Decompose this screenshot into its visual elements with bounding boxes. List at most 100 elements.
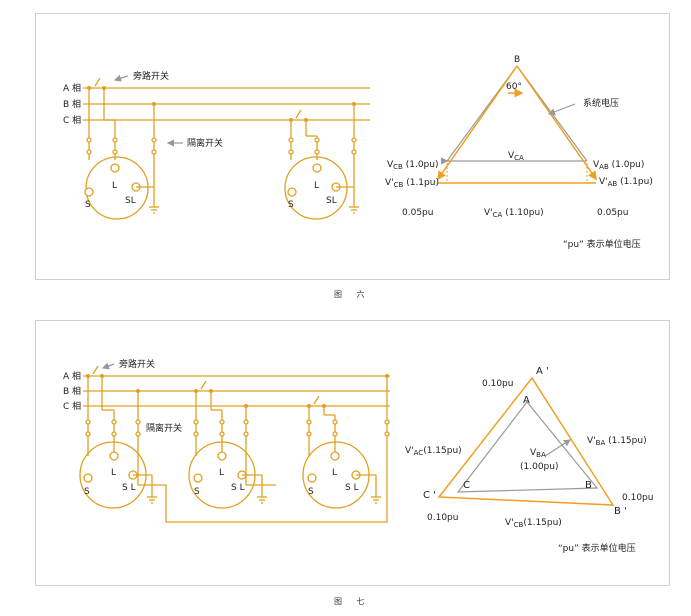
isolating-switch-contact xyxy=(243,431,249,437)
terminal-sl-label: SL xyxy=(326,196,337,206)
isolating-switch-contact xyxy=(135,431,141,437)
isolating-switch-contact xyxy=(306,419,312,425)
v-ba-label: VBA xyxy=(530,448,546,459)
isolating-switch-label: 隔离开关 xyxy=(187,137,223,149)
bypass-switch-label: 旁路开关 xyxy=(133,70,169,82)
v-ab-prime-label: V'AB (1.1pu) xyxy=(599,177,653,188)
isolating-switch-contact xyxy=(111,431,117,437)
isolating-switch-contact xyxy=(219,431,225,437)
terminal-s-label: S xyxy=(84,487,90,497)
phase-a-label: A 相 xyxy=(63,82,81,94)
isolating-switch-contact xyxy=(86,137,92,143)
v-ba-prime-label: V'BA (1.15pu) xyxy=(587,436,647,447)
figure-6-caption: 图 六 xyxy=(334,290,371,299)
vertex-b-label: B xyxy=(585,480,592,491)
isolating-switch-contact xyxy=(288,149,294,155)
terminal-s-label: S xyxy=(85,200,91,210)
figure-7-phasor-diagram: A ' A 0.10pu B B ' 0.10pu C C ' 0.10pu V… xyxy=(405,366,653,554)
bypass-switch-blade xyxy=(313,395,320,405)
common-loop-wire xyxy=(138,484,388,523)
phase-b-label: B 相 xyxy=(63,385,81,397)
vertex-a-label: A xyxy=(523,395,530,406)
isolating-switch-contact xyxy=(351,149,357,155)
terminal-l xyxy=(217,451,227,461)
v-ab-label: VAB (1.0pu) xyxy=(593,160,644,171)
system-voltage-pointer xyxy=(547,103,576,116)
v-ca-prime-label: V'CA (1.10pu) xyxy=(484,208,544,219)
terminal-sl-label: SL xyxy=(125,196,136,206)
isolating-switch-contact xyxy=(111,419,117,425)
terminal-s xyxy=(307,473,317,483)
isolating-switch-contact xyxy=(135,419,141,425)
phasor-cb-prime xyxy=(437,65,518,181)
terminal-l-label: L xyxy=(332,468,337,478)
bypass-switch-pointer xyxy=(113,74,129,82)
isolating-switch-label: 隔离开关 xyxy=(146,422,182,434)
terminal-sl-label: S L xyxy=(122,483,136,493)
vertex-b-label: B xyxy=(514,55,520,65)
angle-label: 60° xyxy=(506,82,522,92)
vertex-a-prime-label: A ' xyxy=(536,366,549,377)
isolating-switch-contact xyxy=(112,137,118,143)
vertex-c-prime-label: C ' xyxy=(423,490,436,501)
isolating-switch-contact xyxy=(351,137,357,143)
phase-c-label: C 相 xyxy=(63,114,81,126)
isolating-switch-contact xyxy=(112,149,118,155)
bypass-switch-blade xyxy=(92,365,99,375)
isolating-switch-contact xyxy=(314,137,320,143)
terminal-l-label: L xyxy=(111,468,116,478)
phasor-ab-prime xyxy=(516,65,597,181)
pu-note: “pu” 表示单位电压 xyxy=(558,542,636,554)
isolating-switch-contact xyxy=(288,137,294,143)
junction-dot xyxy=(102,86,106,90)
shifted-triangle xyxy=(437,376,615,506)
pu-note: “pu” 表示单位电压 xyxy=(563,238,641,250)
right-offset-label: 0.10pu xyxy=(622,493,653,503)
phase-b-label: B 相 xyxy=(63,98,81,110)
terminal-l xyxy=(312,163,322,173)
isolating-switch-contact xyxy=(332,419,338,425)
isolating-switch-contact xyxy=(193,431,199,437)
terminal-l-label: L xyxy=(112,181,117,191)
vertex-b-prime-label: B ' xyxy=(614,506,627,517)
isolating-switch-contact xyxy=(243,419,249,425)
isolating-switch-contact xyxy=(85,419,91,425)
phase-c-label: C 相 xyxy=(63,400,81,412)
figure-7-caption: 图 七 xyxy=(334,597,371,606)
terminal-s xyxy=(83,473,93,483)
isolating-switch-contact xyxy=(151,137,157,143)
bypass-switch-blade xyxy=(295,109,302,119)
isolating-switch-contact xyxy=(384,431,390,437)
isolating-switch-contact xyxy=(193,419,199,425)
figure-6-phasor-diagram: B 60° 系统电压 VCB (1.0pu) V'CB (1.1pu) VAB … xyxy=(385,55,653,250)
terminal-s-label: S xyxy=(308,487,314,497)
terminal-s-label: S xyxy=(194,487,200,497)
bypass-switch-blade xyxy=(200,380,207,390)
isolating-switch-contact xyxy=(151,149,157,155)
v-ba-value: (1.00pu) xyxy=(520,462,558,472)
bypass-switch-pointer xyxy=(101,362,115,370)
phase-a-label: A 相 xyxy=(63,370,81,382)
terminal-l-label: L xyxy=(219,468,224,478)
isolating-switch-contact xyxy=(306,431,312,437)
regulator-1-body xyxy=(85,156,149,220)
phasor-ba xyxy=(544,439,572,457)
isolating-switch-contact xyxy=(219,419,225,425)
terminal-s xyxy=(193,473,203,483)
terminal-s xyxy=(84,187,94,197)
left-offset-label: 0.10pu xyxy=(427,513,458,523)
terminal-sl-label: S L xyxy=(345,483,359,493)
isolating-switch-contact xyxy=(384,419,390,425)
isolating-switch-contact xyxy=(332,431,338,437)
vertex-c-label: C xyxy=(463,480,470,491)
figure-6-circuit: A 相 B 相 C 相 旁路开关 隔离开关 xyxy=(63,70,370,220)
isolating-switch-contact xyxy=(86,149,92,155)
isolating-switch-contact xyxy=(314,149,320,155)
terminal-l xyxy=(109,451,119,461)
terminal-s xyxy=(287,187,297,197)
isolating-switch-contact xyxy=(85,431,91,437)
terminal-l xyxy=(110,163,120,173)
v-ca-label: VCA xyxy=(508,151,524,162)
terminal-sl-label: S L xyxy=(231,483,245,493)
